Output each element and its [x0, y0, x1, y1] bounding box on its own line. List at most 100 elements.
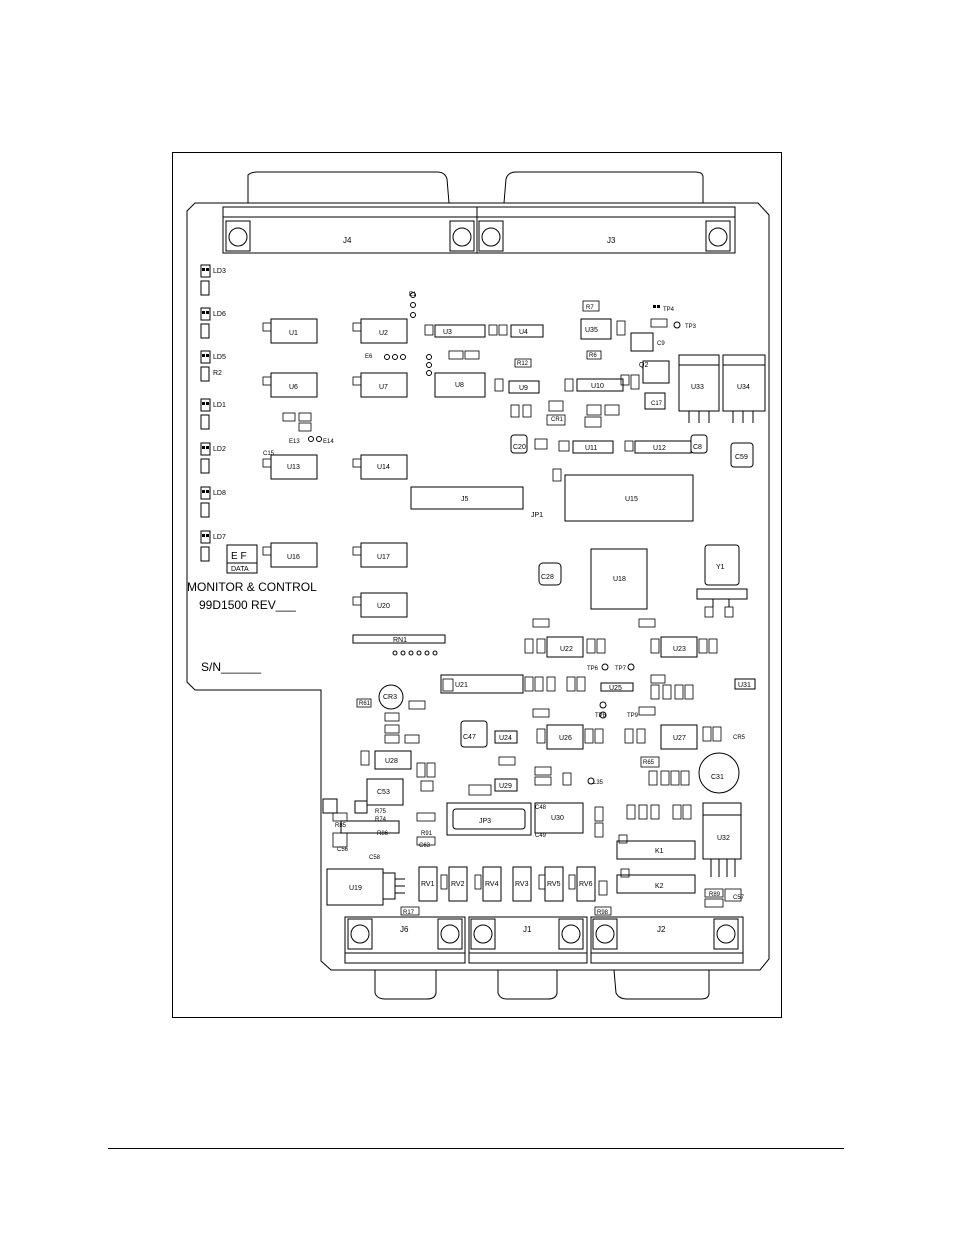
trim-pots: [418, 866, 596, 902]
label-c59: C59: [735, 454, 748, 461]
label-u30: U30: [551, 815, 564, 822]
label-jp3: JP3: [479, 818, 491, 825]
label-rv5: RV5: [547, 881, 561, 888]
jumper-jp3: [446, 802, 532, 836]
silkscreen-line2: 99D1500 REV___: [199, 598, 296, 612]
label-e1: E1: [409, 292, 417, 298]
label-r75: R75: [375, 809, 387, 815]
label-rv2: RV2: [451, 881, 465, 888]
label-rv4: RV4: [485, 881, 499, 888]
led-column: [200, 264, 211, 562]
ef-box-top: E F: [231, 551, 247, 562]
label-r98: R98: [597, 910, 609, 916]
cr3: [378, 684, 404, 710]
label-u3: U3: [443, 329, 452, 336]
label-c56: C56: [337, 847, 349, 853]
label-r7: R7: [586, 305, 594, 311]
label-c63: C63: [419, 843, 431, 849]
label-l35: L35: [593, 780, 604, 786]
label-ld6: LD6: [213, 311, 226, 318]
label-rv1: RV1: [421, 881, 435, 888]
label-u8: U8: [455, 382, 464, 389]
label-r74: R74: [375, 817, 387, 823]
label-k2: K2: [655, 883, 664, 890]
footer-rule: [108, 1148, 844, 1149]
label-c8: C8: [693, 444, 702, 451]
label-cr1: CR1: [551, 417, 564, 423]
label-c20: C20: [513, 444, 526, 451]
pcb-layout-diagram: J4 J3 J6 J1 J2 MONITOR & CONTROL 99D1500…: [186, 171, 770, 1000]
label-u29: U29: [499, 783, 512, 790]
label-e14: E14: [323, 439, 334, 445]
connector-j3: [476, 206, 736, 254]
label-u27: U27: [673, 735, 686, 742]
label-j5: J5: [461, 496, 469, 503]
label-tp8: TP8: [595, 713, 607, 719]
label-u23: U23: [673, 646, 686, 653]
label-r65: R65: [643, 760, 655, 766]
label-jp1: JP1: [531, 512, 543, 519]
label-j1: J1: [523, 925, 532, 934]
label-cr3: CR3: [383, 694, 397, 701]
label-r17: R17: [403, 910, 415, 916]
label-c9: C9: [657, 341, 665, 347]
label-c15: C15: [263, 451, 275, 457]
label-tp6: TP6: [587, 666, 599, 672]
board-outline: [186, 202, 770, 971]
label-c57: C57: [733, 895, 745, 901]
label-q2: Q2: [639, 362, 648, 369]
label-r85: R85: [335, 823, 347, 829]
label-c31: C31: [711, 774, 724, 781]
label-u25: U25: [609, 685, 622, 692]
label-j3: J3: [607, 236, 616, 245]
label-j6: J6: [400, 925, 409, 934]
label-u9: U9: [519, 385, 528, 392]
ef-box-bottom: DATA: [231, 566, 249, 573]
label-c58: C58: [369, 855, 381, 861]
led-fill: [202, 268, 660, 537]
label-j2: J2: [657, 925, 666, 934]
label-e13: E13: [289, 439, 300, 445]
label-r2: R2: [213, 370, 222, 377]
label-cr5: CR5: [733, 735, 746, 741]
label-u22: U22: [560, 646, 573, 653]
c31: [698, 752, 740, 794]
label-c47: C47: [463, 734, 476, 741]
label-u4: U4: [519, 329, 528, 336]
label-u11: U11: [585, 445, 597, 452]
label-u21: U21: [455, 682, 468, 689]
label-u20: U20: [377, 603, 390, 610]
label-u35: U35: [585, 327, 598, 334]
board-frame: J4 J3 J6 J1 J2 MONITOR & CONTROL 99D1500…: [172, 152, 782, 1018]
label-r86: R86: [377, 831, 389, 837]
connector-shell-j4: [247, 171, 450, 204]
label-tp7: TP7: [615, 666, 627, 672]
label-u7: U7: [379, 384, 388, 391]
label-tp3: TP3: [685, 324, 697, 330]
label-u32: U32: [717, 835, 730, 842]
label-c53: C53: [377, 789, 390, 796]
relay-k1: [322, 798, 338, 814]
label-tp4: TP4: [663, 307, 675, 313]
label-u15: U15: [625, 496, 638, 503]
label-u26: U26: [559, 735, 572, 742]
label-u24: U24: [499, 735, 512, 742]
test-points: [308, 292, 681, 785]
label-u34: U34: [737, 384, 750, 391]
connector-shell-j3: [503, 171, 704, 204]
label-c28: C28: [541, 574, 554, 581]
label-u13: U13: [287, 464, 300, 471]
label-r61: R61: [359, 701, 371, 707]
label-j4: J4: [343, 236, 352, 245]
label-u2: U2: [379, 330, 388, 337]
label-tp9: TP9: [627, 713, 639, 719]
label-c49: C49: [535, 833, 547, 839]
label-rv3: RV3: [515, 881, 529, 888]
label-ld2: LD2: [213, 446, 226, 453]
label-u18: U18: [613, 576, 626, 583]
silkscreen-line1: MONITOR & CONTROL: [187, 580, 317, 594]
label-c48: C48: [535, 805, 547, 811]
label-ld3: LD3: [213, 268, 226, 275]
label-u14: U14: [377, 464, 390, 471]
label-y1: Y1: [716, 564, 725, 571]
